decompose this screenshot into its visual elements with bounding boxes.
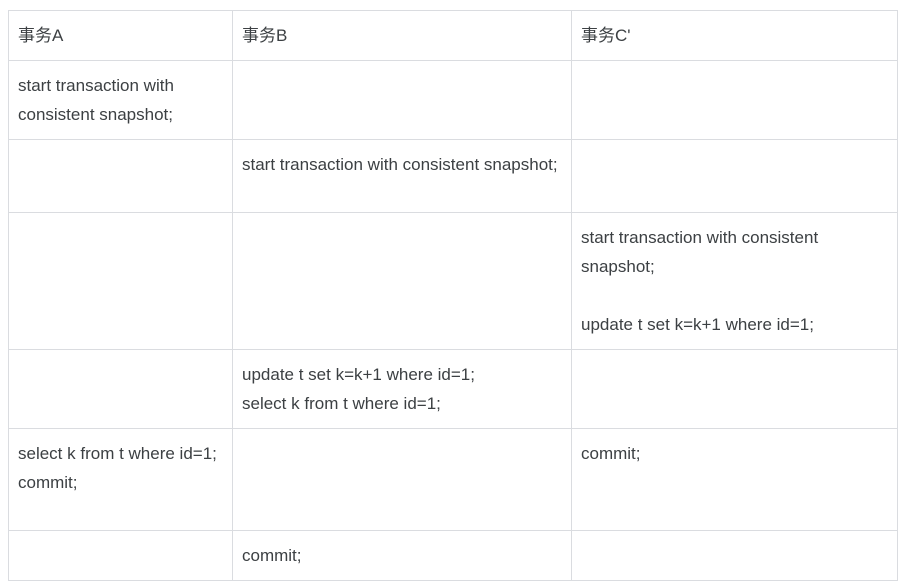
cell-transaction-c-prime: [571, 139, 898, 213]
column-header-transaction-b: 事务B: [232, 10, 572, 61]
table-row: commit;: [8, 530, 898, 581]
empty-cell-placeholder: [581, 541, 889, 570]
sql-statement-line: update t set k=k+1 where id=1;: [242, 365, 475, 384]
cell-transaction-a: start transaction with consistent snapsh…: [8, 60, 233, 140]
empty-cell-placeholder: [581, 360, 889, 389]
column-header-label: 事务B: [242, 26, 288, 45]
cell-transaction-b: [232, 212, 572, 350]
table-body: start transaction with consistent snapsh…: [8, 60, 898, 581]
sql-statement-line: commit;: [242, 546, 302, 565]
cell-transaction-c-prime: [571, 530, 898, 581]
cell-transaction-c-prime: [571, 349, 898, 429]
sql-statement-line: start transaction with consistent snapsh…: [242, 155, 558, 174]
empty-cell-placeholder: [18, 360, 224, 389]
cell-transaction-c-prime: [571, 60, 898, 140]
sql-statement-block: update t set k=k+1 where id=1; select k f…: [242, 360, 563, 418]
sql-statement-block: start transaction with consistent snapsh…: [581, 223, 889, 281]
sql-statement-block: commit;: [242, 541, 563, 570]
sql-statement-line: start transaction with consistent snapsh…: [581, 228, 819, 276]
column-header-transaction-c-prime: 事务C': [571, 10, 898, 61]
empty-cell-placeholder: [18, 150, 224, 179]
cell-transaction-c-prime: commit;: [571, 428, 898, 531]
table-header: 事务A 事务B 事务C': [8, 10, 898, 61]
cell-transaction-a: select k from t where id=1; commit;: [8, 428, 233, 531]
empty-cell-placeholder: [581, 150, 889, 179]
cell-transaction-b: update t set k=k+1 where id=1; select k f…: [232, 349, 572, 429]
column-header-label: 事务C': [581, 26, 631, 45]
cell-transaction-a: [8, 139, 233, 213]
column-header-label: 事务A: [18, 26, 64, 45]
cell-transaction-b: [232, 60, 572, 140]
sql-statement-block: commit;: [581, 439, 889, 468]
sql-statement-line: select k from t where id=1;: [242, 394, 441, 413]
cell-transaction-c-prime: start transaction with consistent snapsh…: [571, 212, 898, 350]
sql-statement-line: commit;: [581, 444, 641, 463]
sql-statement-line: select k from t where id=1;: [18, 444, 217, 463]
empty-cell-placeholder: [242, 439, 563, 468]
table-header-row: 事务A 事务B 事务C': [8, 10, 898, 61]
transaction-timeline-table-wrapper: 事务A 事务B 事务C' start transaction with cons…: [8, 10, 898, 581]
table-row: start transaction with consistent snapsh…: [8, 60, 898, 140]
sql-statement-line: commit;: [18, 473, 78, 492]
empty-cell-placeholder: [18, 541, 224, 570]
empty-cell-placeholder: [18, 223, 224, 252]
table-row: start transaction with consistent snapsh…: [8, 212, 898, 350]
cell-transaction-b: start transaction with consistent snapsh…: [232, 139, 572, 213]
cell-transaction-b: [232, 428, 572, 531]
cell-transaction-b: commit;: [232, 530, 572, 581]
empty-cell-placeholder: [581, 71, 889, 100]
cell-transaction-a: [8, 349, 233, 429]
cell-transaction-a: [8, 530, 233, 581]
transaction-timeline-table: 事务A 事务B 事务C' start transaction with cons…: [8, 10, 898, 581]
table-row: update t set k=k+1 where id=1; select k f…: [8, 349, 898, 429]
empty-cell-placeholder: [242, 71, 563, 100]
table-row: select k from t where id=1; commit; commit…: [8, 428, 898, 531]
sql-statement-block: start transaction with consistent snapsh…: [242, 150, 563, 179]
empty-cell-placeholder: [242, 223, 563, 252]
cell-transaction-a: [8, 212, 233, 350]
sql-statement-line: update t set k=k+1 where id=1;: [581, 315, 814, 334]
column-header-transaction-a: 事务A: [8, 10, 233, 61]
sql-statement-line: start transaction with consistent snapsh…: [18, 76, 174, 124]
table-row: start transaction with consistent snapsh…: [8, 139, 898, 213]
sql-statement-block: select k from t where id=1; commit;: [18, 439, 224, 497]
sql-statement-block: update t set k=k+1 where id=1;: [581, 310, 889, 339]
sql-statement-block: start transaction with consistent snapsh…: [18, 71, 224, 129]
